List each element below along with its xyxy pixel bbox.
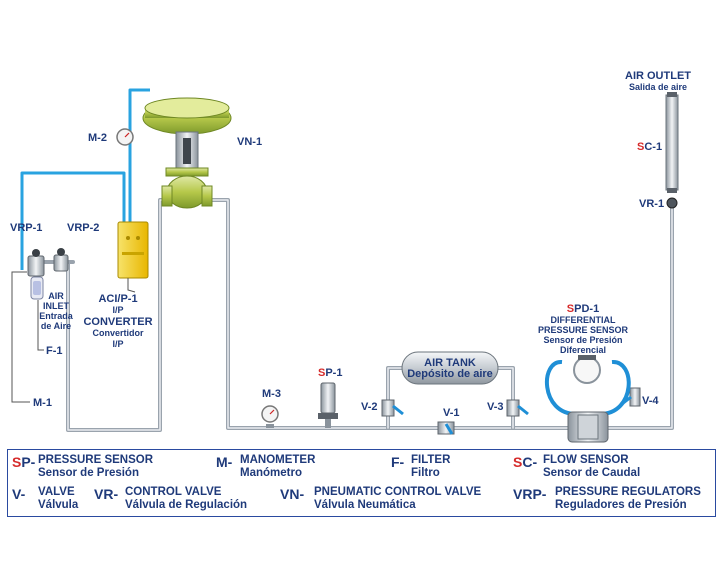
valve-v3[interactable] [506, 399, 529, 417]
air-tank-es-label: Depósito de aire [407, 368, 493, 380]
air-inlet-es-label-1: Entrada [39, 311, 74, 321]
air-tank-label: AIR TANK [424, 357, 476, 369]
legend-code: VN- [280, 486, 305, 502]
differential-pressure-sensor-spd1 [544, 355, 631, 443]
air-outlet-label: AIR OUTLET [625, 70, 691, 82]
f1-connector-line [37, 300, 44, 351]
manometer-m3-icon [261, 405, 279, 428]
legend-en: FILTER [411, 454, 451, 466]
acip1-label: ACI/P-1 [98, 293, 137, 305]
filter-f1 [30, 276, 44, 300]
legend-es: Sensor de Caudal [543, 467, 641, 479]
diagram-canvas: AIR OUTLET Salida de aire SC-1 VR-1 M-2 … [10, 70, 691, 443]
valve-v2[interactable] [381, 399, 404, 417]
m3-label: M-3 [262, 388, 281, 400]
flow-sensor-sc1 [665, 92, 679, 193]
legend-en: FLOW SENSOR [543, 454, 629, 466]
legend-en: CONTROL VALVE [125, 486, 222, 498]
legend-es: Válvula de Regulación [125, 499, 248, 511]
legend-code: VR- [94, 486, 119, 502]
legend-es: Sensor de Presión [38, 467, 139, 479]
m1-label: M-1 [33, 397, 52, 409]
sc1-label: SC-1 [637, 141, 662, 153]
legend-es: Válvula Neumática [314, 499, 416, 511]
legend-en: PRESSURE SENSOR [38, 454, 154, 466]
legend-code: SC- [513, 454, 538, 470]
v2-label: V-2 [361, 401, 378, 413]
vrp1-label: VRP-1 [10, 222, 42, 234]
air-inlet-es-label-2: de Aire [41, 321, 71, 331]
v4-label: V-4 [642, 395, 659, 407]
legend-en: PNEUMATIC CONTROL VALVE [314, 486, 482, 498]
convertidor-label: Convertidor [92, 328, 144, 338]
v1-label: V-1 [443, 407, 460, 419]
legend-code: F- [391, 454, 405, 470]
vr1-knob-icon[interactable] [666, 197, 678, 209]
legend-es: Reguladores de Presión [555, 499, 687, 511]
v3-label: V-3 [487, 401, 504, 413]
diff-es-label-1: Sensor de Presión [543, 335, 622, 345]
ip-label: I/P [112, 305, 123, 315]
valve-v1[interactable] [437, 421, 455, 435]
ip-converter-acip1[interactable] [117, 221, 149, 293]
m2-label: M-2 [88, 132, 107, 144]
vr1-label: VR-1 [639, 198, 664, 210]
pressure-sensor-label: PRESSURE SENSOR [538, 325, 629, 335]
legend-en: VALVE [38, 486, 75, 498]
legend-en: MANOMETER [240, 454, 316, 466]
vn1-label: VN-1 [237, 136, 262, 148]
signal-lines [20, 88, 150, 270]
legend-es: Válvula [38, 499, 79, 511]
differential-label: DIFFERENTIAL [551, 315, 616, 325]
air-tank [401, 351, 499, 385]
vrp2-label: VRP-2 [67, 222, 99, 234]
legend-en: PRESSURE REGULATORS [555, 486, 701, 498]
legend-code: M- [216, 454, 233, 470]
m1-connector-line [11, 271, 30, 403]
pressure-regulator-vrp1[interactable] [27, 249, 45, 277]
air-inlet-label-2: INLET [43, 301, 70, 311]
pressure-regulator-vrp2[interactable] [53, 248, 69, 272]
air-outlet-es-label: Salida de aire [629, 82, 687, 92]
legend-es: Manómetro [240, 467, 302, 479]
ip2-label: I/P [112, 339, 123, 349]
f1-label: F-1 [46, 345, 63, 357]
sp1-label: SP-1 [318, 367, 342, 379]
legend-es: Filtro [411, 467, 440, 479]
manometer-m2-icon [116, 128, 134, 146]
legend-code: VRP- [513, 486, 547, 502]
legend-code: V- [12, 486, 26, 502]
diff-es-label-2: Diferencial [560, 345, 606, 355]
legend-code: SP- [12, 454, 36, 470]
pressure-sensor-sp1 [318, 382, 338, 428]
air-inlet-label: AIR [48, 291, 64, 301]
converter-label: CONVERTER [83, 316, 152, 328]
pneumatic-valve-vn1[interactable] [142, 97, 232, 209]
legend-box: SP- PRESSURE SENSOR Sensor de Presión M-… [7, 449, 716, 517]
spd1-label: SPD-1 [567, 303, 599, 315]
